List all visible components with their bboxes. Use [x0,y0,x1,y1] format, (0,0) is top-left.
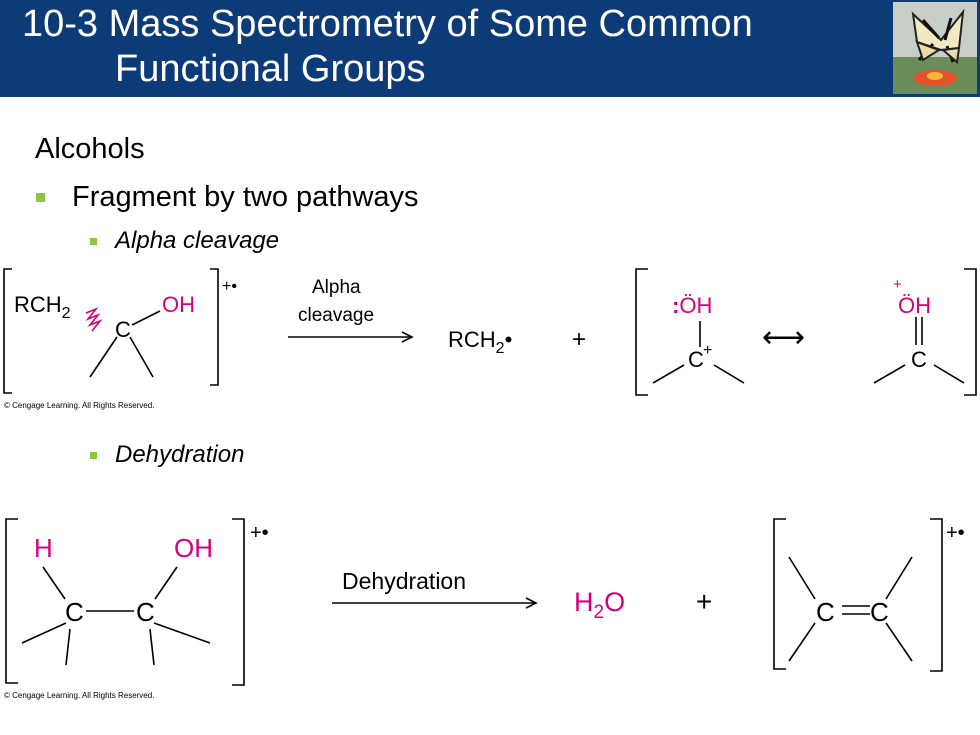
oxonium-charge: + [893,276,902,293]
alpha-cleavage-scheme: RCH2 OH C +• Alpha cleavage RCH2• + :ÖH … [3,268,977,410]
bullet-marker-icon [36,193,45,202]
alkene-carbon-1: C [816,597,835,627]
arrow-label-dehydration: Dehydration [342,568,466,594]
carbocation-charge: + [703,342,712,359]
reactant-oh: OH [162,292,195,317]
product-charge-label: +• [946,522,965,544]
resonance-oh-2: ÖH [898,293,931,318]
resonance-carbon-2: C [911,347,927,372]
copyright-dehydration: © Cengage Learning. All Rights Reserved. [4,691,154,700]
alkene-carbon-2: C [870,597,889,627]
resonance-carbon-1: C [688,347,704,372]
bullet-text: Dehydration [115,441,245,468]
radical-cation-label: +• [250,522,269,544]
bullet-fragment-pathways: Fragment by two pathways [36,181,419,214]
section-heading: Alcohols [35,133,145,165]
arrow-label-alpha: Alpha [312,277,361,298]
bullet-marker-icon [90,452,97,459]
bullet-marker-icon [90,238,97,245]
radical-cation-label: +• [222,278,237,295]
reactant-rch2: RCH2 [14,292,71,322]
title-bar: 10-3 Mass Spectrometry of Some Common Fu… [0,0,980,97]
bullet-text: Alpha cleavage [115,227,280,254]
bullet-text: Fragment by two pathways [72,181,419,213]
carbon-2: C [136,597,155,627]
resonance-arrow-icon: ⟷ [762,321,805,354]
title-line-2: Functional Groups [115,48,426,90]
resonance-oh-1: :ÖH [672,293,712,318]
plus-sign: + [572,326,586,353]
carbon-1: C [65,597,84,627]
arrow-label-cleavage: cleavage [298,305,374,326]
plus-sign: + [696,586,712,617]
bullet-dehydration: Dehydration [90,441,244,469]
bullet-alpha-cleavage: Alpha cleavage [90,227,279,255]
hydroxyl-group: OH [174,533,213,563]
title-line-1: 10-3 Mass Spectrometry of Some Common [22,3,753,45]
dehydration-scheme: H OH C C +• Dehydration H2O + C C +• © C… [4,518,965,700]
product-rch2-radical: RCH2• [448,327,512,357]
water-molecule: H2O [574,587,625,623]
copyright-alpha: © Cengage Learning. All Rights Reserved. [4,401,154,410]
butterfly-photo-icon [893,2,977,94]
slide-title: 10-3 Mass Spectrometry of Some Common Fu… [22,2,753,92]
hydrogen-atom: H [34,533,53,563]
reactant-carbon: C [115,317,131,342]
